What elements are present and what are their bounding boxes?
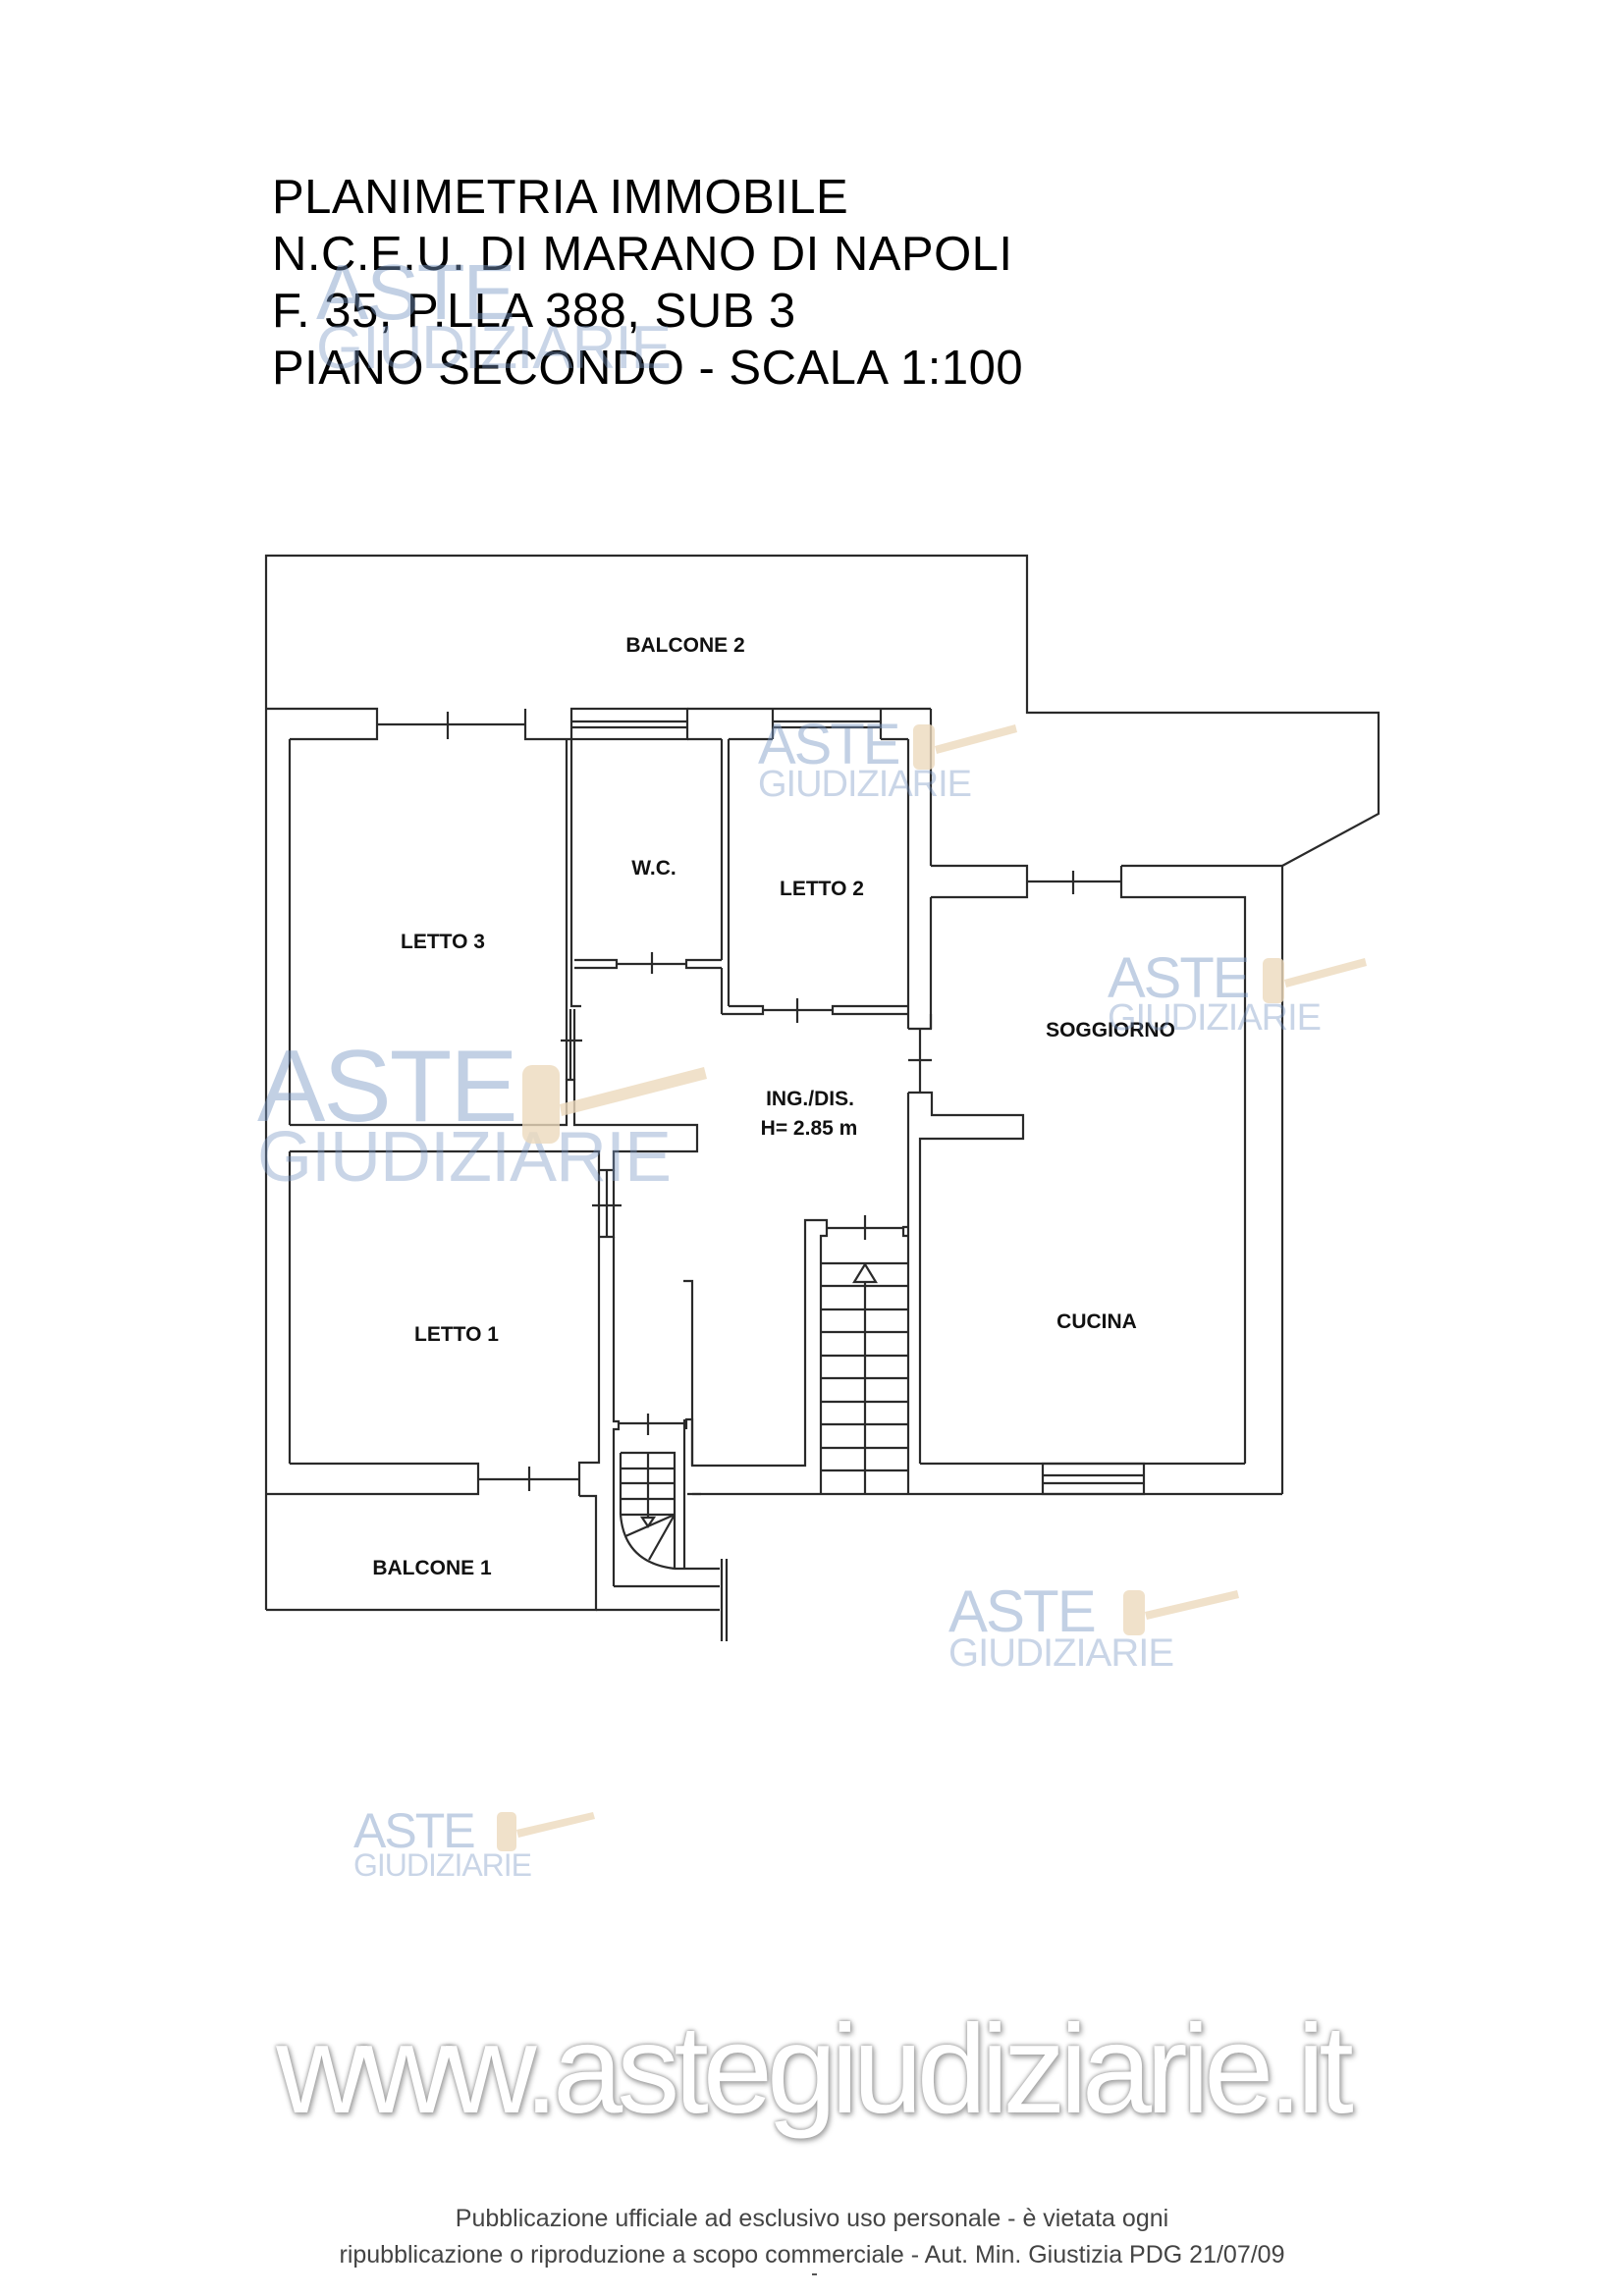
- title-line-3: F. 35, P.LLA 388, SUB 3: [272, 285, 796, 338]
- room-label-ingresso: ING./DIS.: [766, 1088, 854, 1110]
- room-label-wc: W.C.: [631, 857, 677, 880]
- room-label-letto3: LETTO 3: [401, 931, 485, 953]
- plan-title-block: PLANIMETRIA IMMOBILE N.C.E.U. DI MARANO …: [272, 169, 1023, 397]
- title-line-2: N.C.E.U. DI MARANO DI NAPOLI: [272, 228, 1013, 281]
- title-line-1: PLANIMETRIA IMMOBILE: [272, 171, 849, 224]
- ceiling-height-label: H= 2.85 m: [761, 1117, 858, 1140]
- room-label-cucina: CUCINA: [1056, 1310, 1137, 1333]
- site-url-watermark: www.astegiudiziarie.it: [276, 2000, 1354, 2140]
- room-label-soggiorno: SOGGIORNO: [1046, 1019, 1175, 1041]
- room-label-letto2: LETTO 2: [780, 878, 864, 900]
- room-label-balcone1: BALCONE 1: [372, 1557, 492, 1579]
- title-line-4: PIANO SECONDO - SCALA 1:100: [272, 342, 1024, 395]
- balcone2-outline: [264, 554, 1380, 867]
- disclaimer-line-2: ripubblicazione o riproduzione a scopo c…: [339, 2241, 1285, 2269]
- page-mark: [812, 2273, 817, 2275]
- disclaimer-line-1: Pubblicazione ufficiale ad esclusivo uso…: [455, 2205, 1169, 2232]
- room-label-balcone2: BALCONE 2: [625, 634, 744, 657]
- room-label-letto1: LETTO 1: [414, 1323, 499, 1346]
